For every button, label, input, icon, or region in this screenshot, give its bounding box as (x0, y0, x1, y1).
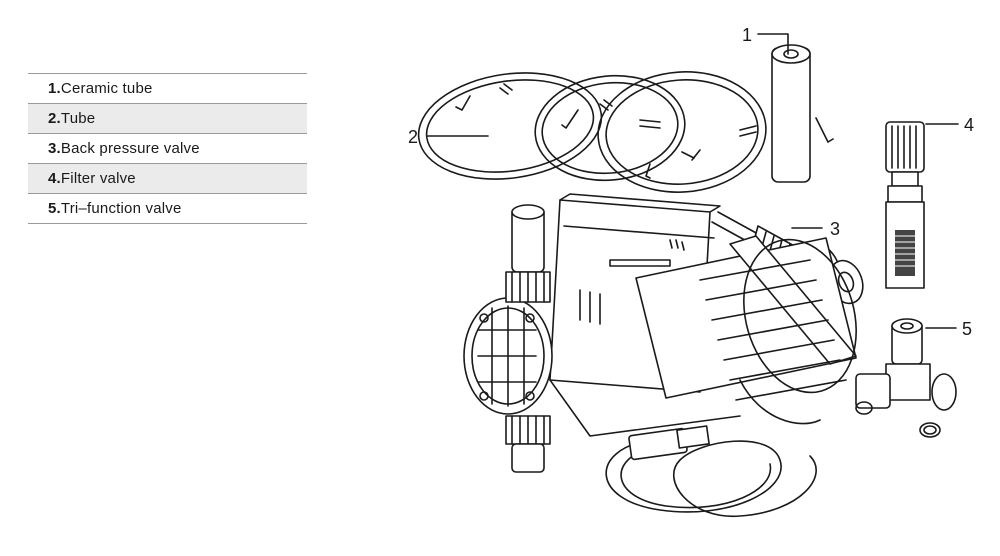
legend-item-back-pressure-valve: 3.Back pressure valve (28, 134, 307, 164)
parts-legend: 1.Ceramic tube 2.Tube 3.Back pressure va… (28, 73, 307, 224)
legend-item-label: Tube (60, 110, 96, 127)
leader-lines (427, 33, 959, 329)
metering-pump-illustration (463, 193, 857, 517)
coiled-tube-illustration (417, 71, 834, 193)
legend-item-label: Filter valve (60, 170, 136, 187)
tri-function-valve-illustration (855, 318, 957, 438)
legend-item-label: Back pressure valve (60, 140, 200, 157)
legend-item-number: 3. (48, 140, 61, 157)
legend-item-label: Tri–function valve (60, 200, 182, 217)
legend-item-label: Ceramic tube (60, 80, 153, 97)
callout-2: 2 (408, 127, 418, 147)
callout-3: 3 (830, 219, 840, 239)
legend-item-number: 5. (48, 200, 61, 217)
ceramic-tube-illustration (771, 44, 811, 183)
pump-parts-diagram: 1 2 3 4 5 (408, 25, 974, 517)
legend-item-ceramic-tube: 1.Ceramic tube (28, 74, 307, 104)
callout-1: 1 (742, 25, 752, 45)
callout-4: 4 (964, 115, 974, 135)
legend-item-number: 2. (48, 110, 61, 127)
legend-item-number: 4. (48, 170, 61, 187)
legend-item-tri-function-valve: 5.Tri–function valve (28, 194, 307, 224)
legend-item-tube: 2.Tube (28, 104, 307, 134)
legend-item-number: 1. (48, 80, 61, 97)
legend-item-filter-valve: 4.Filter valve (28, 164, 307, 194)
filter-valve-illustration (885, 121, 925, 289)
callout-5: 5 (962, 319, 972, 339)
